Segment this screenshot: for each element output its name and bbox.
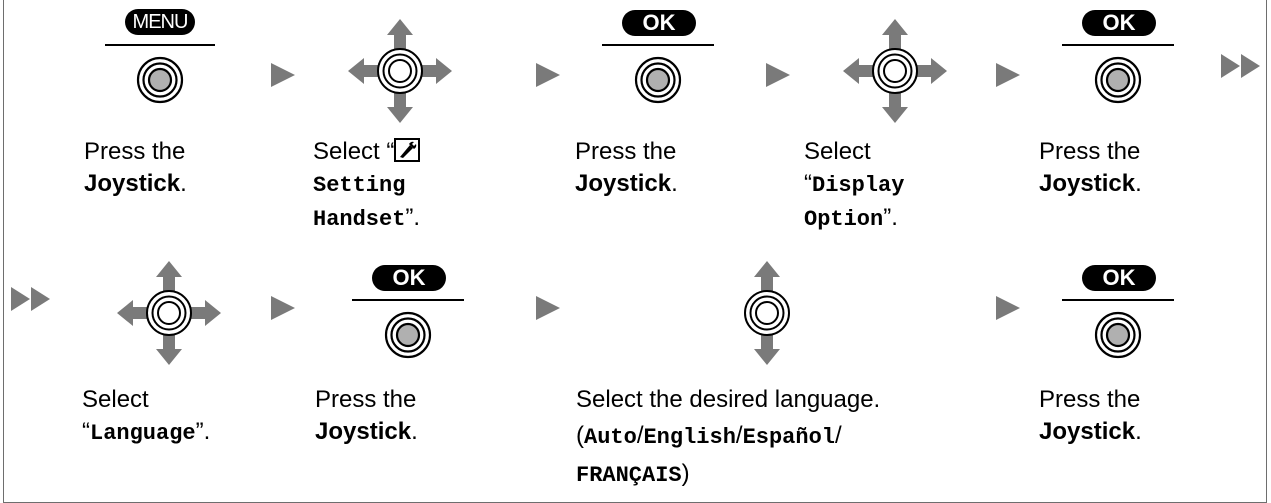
step3-caption: Press the Joystick. bbox=[575, 136, 678, 200]
next-arrow-icon bbox=[536, 296, 560, 320]
caption-line: Select the desired language. bbox=[576, 386, 881, 413]
next-arrow-icon bbox=[766, 63, 790, 87]
joystick-press-icon bbox=[1094, 311, 1142, 359]
caption-punct: . bbox=[671, 170, 678, 197]
joystick-press-icon bbox=[634, 56, 682, 104]
ok-label: OK bbox=[622, 10, 696, 36]
caption-punct: . bbox=[1135, 418, 1142, 445]
menu-item-handset: Handset bbox=[313, 207, 406, 232]
caption-line: Select “ bbox=[313, 138, 395, 165]
caption-punct: ( bbox=[576, 422, 584, 449]
caption-line: Select bbox=[804, 138, 871, 165]
divider-line bbox=[1062, 44, 1174, 46]
menu-item-option: Option bbox=[804, 207, 884, 232]
caption-line: Select bbox=[82, 386, 149, 413]
next-arrow-icon bbox=[536, 63, 560, 87]
next-arrow-icon bbox=[271, 63, 295, 87]
divider-line bbox=[1062, 299, 1174, 301]
caption-punct: ”. bbox=[883, 204, 898, 231]
step4-caption: Select “Display Option”. bbox=[804, 136, 904, 236]
caption-line: Press the bbox=[1039, 386, 1141, 413]
joystick-term: Joystick bbox=[575, 170, 672, 197]
language-option: English bbox=[643, 425, 736, 450]
caption-line: Press the bbox=[315, 386, 417, 413]
joystick-term: Joystick bbox=[84, 170, 181, 197]
setting-handset-icon bbox=[394, 138, 421, 162]
caption-line: Press the bbox=[84, 138, 186, 165]
next-arrow-icon bbox=[996, 296, 1020, 320]
joystick-press-icon bbox=[1094, 56, 1142, 104]
caption-punct: / bbox=[835, 422, 842, 449]
divider-line bbox=[602, 44, 714, 46]
ok-label: OK bbox=[372, 265, 446, 291]
continue-arrows-icon bbox=[1221, 54, 1260, 78]
menu-item-setting: Setting bbox=[313, 173, 406, 198]
caption-punct: “ bbox=[804, 170, 812, 197]
step2-caption: Select “ Setting Handset”. bbox=[313, 136, 421, 236]
joystick-4way-icon bbox=[348, 19, 452, 123]
caption-line: Press the bbox=[575, 138, 677, 165]
caption-punct: ) bbox=[681, 460, 690, 487]
joystick-updown-icon bbox=[744, 261, 790, 365]
divider-line bbox=[352, 299, 464, 301]
joystick-term: Joystick bbox=[315, 418, 412, 445]
menu-item-language: Language bbox=[90, 421, 196, 446]
ok-label: OK bbox=[1082, 265, 1156, 291]
caption-punct: . bbox=[411, 418, 418, 445]
language-option: Auto bbox=[584, 425, 637, 450]
joystick-press-icon bbox=[136, 56, 184, 104]
caption-punct: / bbox=[735, 422, 743, 449]
step8-caption: Select the desired language. (Auto/Engli… bbox=[576, 384, 880, 492]
language-option: FRANÇAIS bbox=[576, 463, 682, 488]
caption-punct: “ bbox=[82, 418, 90, 445]
caption-line: Press the bbox=[1039, 138, 1141, 165]
menu-item-display: Display bbox=[812, 173, 905, 198]
step1-caption: Press the Joystick. bbox=[84, 136, 187, 200]
caption-punct: ”. bbox=[195, 418, 211, 445]
continue-arrows-icon bbox=[11, 287, 50, 311]
caption-punct: ”. bbox=[405, 204, 421, 231]
next-arrow-icon bbox=[996, 63, 1020, 87]
ok-label: OK bbox=[1082, 10, 1156, 36]
step7-caption: Press the Joystick. bbox=[315, 384, 418, 448]
menu-label: MENU bbox=[125, 9, 195, 35]
caption-punct: . bbox=[180, 170, 187, 197]
language-option: Español bbox=[742, 425, 835, 450]
caption-punct: / bbox=[636, 422, 644, 449]
caption-punct: . bbox=[1135, 170, 1142, 197]
joystick-4way-icon bbox=[843, 19, 947, 123]
joystick-term: Joystick bbox=[1039, 170, 1136, 197]
next-arrow-icon bbox=[271, 296, 295, 320]
divider-line bbox=[105, 44, 215, 46]
step5-caption: Press the Joystick. bbox=[1039, 136, 1142, 200]
step6-caption: Select “Language”. bbox=[82, 384, 210, 450]
joystick-term: Joystick bbox=[1039, 418, 1136, 445]
step9-caption: Press the Joystick. bbox=[1039, 384, 1142, 448]
joystick-press-icon bbox=[384, 311, 432, 359]
joystick-4way-icon bbox=[117, 261, 221, 365]
